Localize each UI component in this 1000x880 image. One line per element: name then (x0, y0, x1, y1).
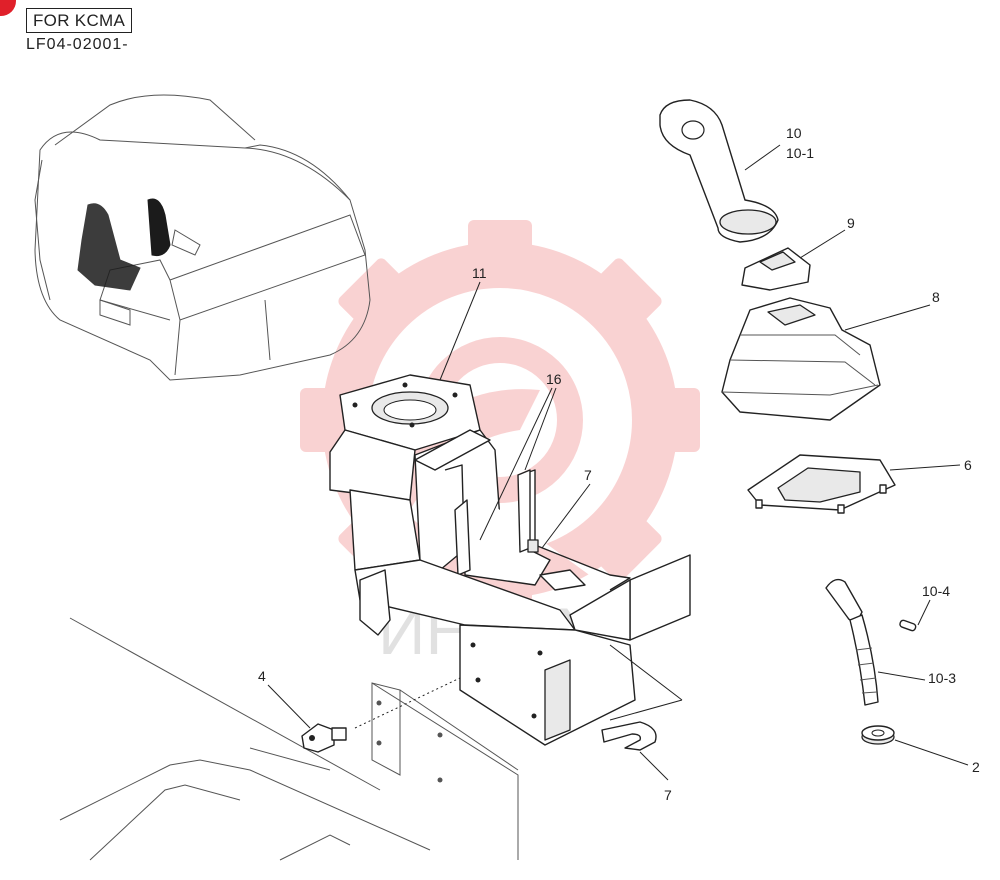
callout-7-lower: 7 (664, 787, 672, 803)
pin-part-10-4 (899, 619, 917, 632)
callout-11: 11 (472, 265, 487, 281)
lever-rod-part-10-3 (825, 578, 879, 706)
callout-6: 6 (964, 457, 972, 473)
lever-grip-part-10 (659, 99, 779, 243)
rubber-boot-part-8 (721, 297, 881, 421)
callout-10-1: 10-1 (786, 145, 814, 161)
callout-10-3: 10-3 (928, 670, 956, 686)
callout-8: 8 (932, 289, 940, 305)
callout-10: 10 (786, 125, 802, 141)
operator-seat-context (34, 94, 371, 381)
callout-9: 9 (847, 215, 855, 231)
callout-10-4: 10-4 (922, 583, 950, 599)
grip-cover-part-9 (741, 247, 811, 291)
leader-lines (267, 144, 969, 781)
console-bezel-part-6 (747, 454, 896, 514)
header-label-box: FOR KCMA (26, 8, 133, 33)
floor-plate-context (59, 617, 519, 861)
callout-2: 2 (972, 759, 980, 775)
bolt-part-4 (301, 723, 347, 753)
nut-part-2 (861, 725, 895, 745)
clip-part-7 (601, 721, 657, 751)
console-stand-part-11 (329, 374, 691, 746)
callout-16: 16 (546, 371, 562, 387)
callout-4: 4 (258, 668, 266, 684)
callout-7-upper: 7 (584, 467, 592, 483)
catalog-code: LF04-02001- (26, 36, 129, 53)
